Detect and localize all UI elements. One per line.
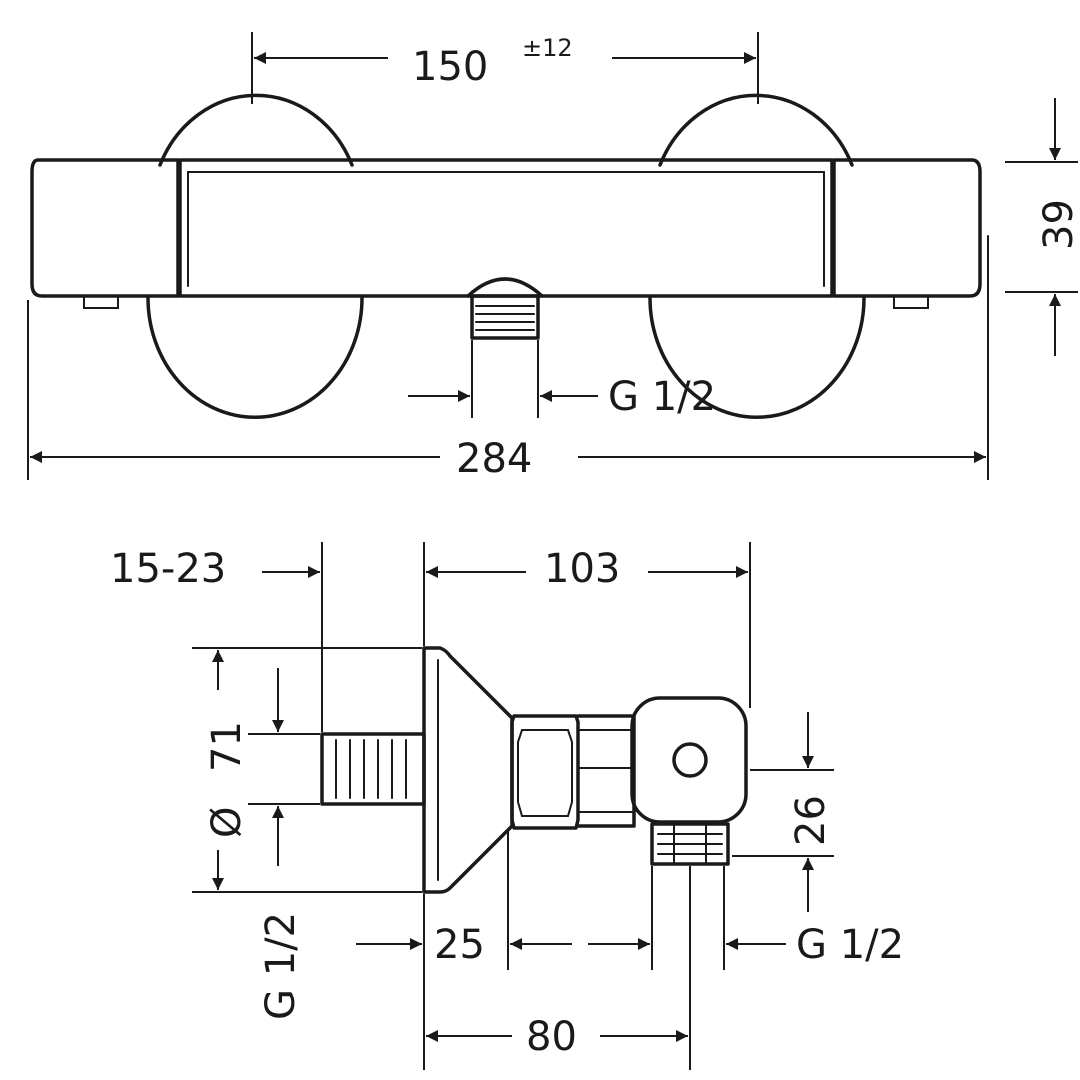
outlet-thread-value: G 1/2 — [608, 374, 716, 420]
rosette-diameter-value: 71 — [204, 721, 250, 772]
dim-outlet-distance: 80 — [426, 866, 691, 1070]
front-view: 150 ±12 39 G 1/2 284 — [27, 32, 1080, 482]
left-rosette — [146, 93, 364, 419]
dim-overall-width: 284 — [27, 300, 989, 482]
outlet-distance-value: 80 — [526, 1014, 577, 1060]
center-tolerance-value: ±12 — [522, 34, 573, 62]
eccentric-range-value: 15-23 — [110, 546, 226, 592]
dim-outlet-offset: 26 — [732, 712, 834, 912]
side-rosette — [422, 646, 514, 894]
right-rosette — [648, 93, 866, 419]
center-distance-value: 150 — [412, 44, 488, 90]
dim-eccentric-range: 15-23 — [110, 542, 425, 732]
height-value: 39 — [1036, 199, 1080, 250]
dim-projection: 103 — [426, 542, 751, 708]
dim-rosette-depth: 25 — [356, 830, 572, 1070]
eccentric-connector — [320, 732, 426, 806]
dim-center-distance: 150 ±12 — [251, 32, 759, 104]
dim-rosette-diameter: Ø 71 — [192, 647, 422, 893]
dim-side-outlet-thread: G 1/2 — [588, 866, 904, 970]
dim-height: 39 — [1005, 98, 1080, 356]
rosette-diameter-symbol: Ø — [204, 807, 250, 838]
side-body — [576, 714, 636, 828]
overall-width-value: 284 — [456, 436, 532, 482]
dim-inlet-thread: G 1/2 — [248, 668, 320, 1020]
control-housing — [630, 696, 748, 824]
mixer-body — [30, 158, 989, 340]
side-view: 15-23 103 Ø 71 G 1/2 — [110, 542, 904, 1070]
projection-value: 103 — [544, 546, 620, 592]
side-outlet — [650, 822, 730, 866]
dim-outlet-thread: G 1/2 — [408, 340, 716, 420]
outlet-offset-value: 26 — [788, 795, 834, 846]
inlet-thread-value: G 1/2 — [258, 912, 304, 1020]
union-nut — [510, 714, 580, 830]
side-outlet-thread-value: G 1/2 — [796, 922, 904, 968]
rosette-depth-value: 25 — [434, 922, 485, 968]
